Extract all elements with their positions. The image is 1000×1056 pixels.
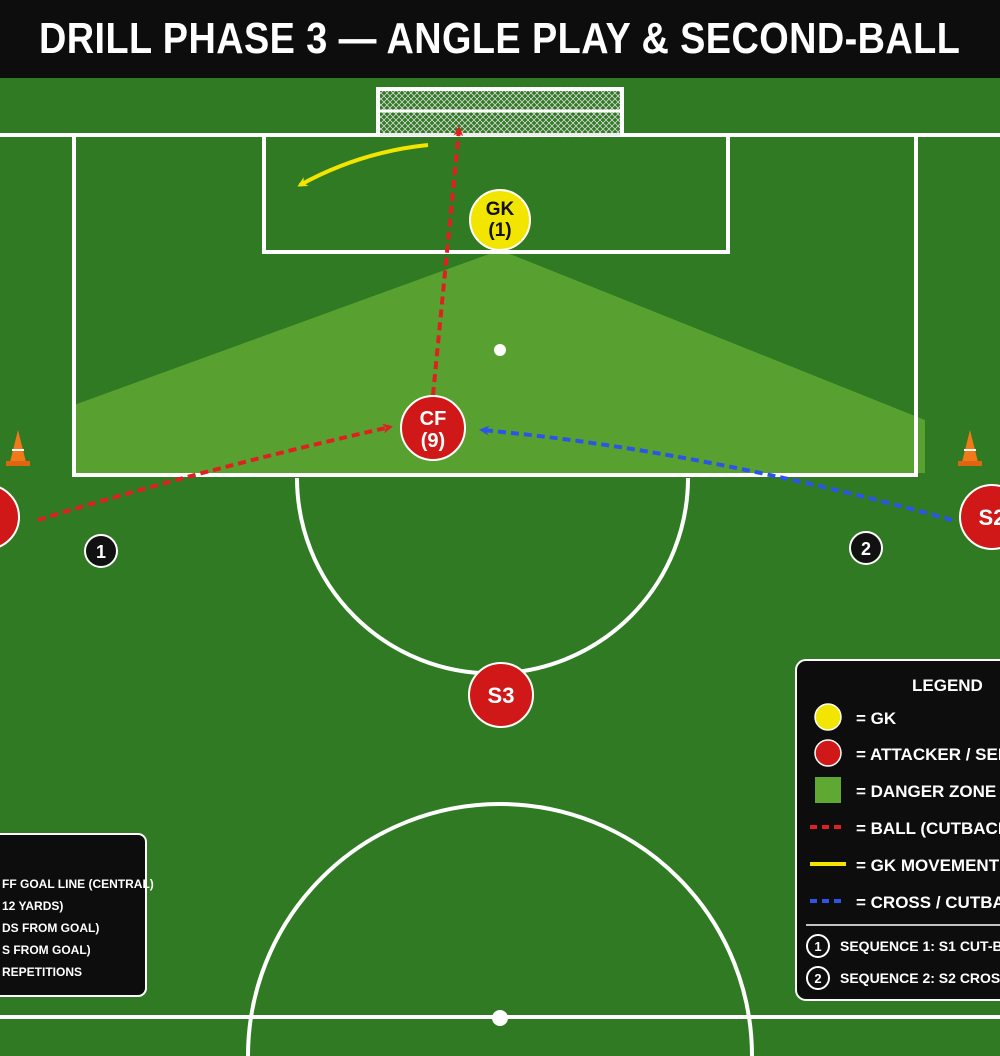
svg-text:= BALL (CUTBACK /: = BALL (CUTBACK /: [856, 819, 1000, 838]
cone-icon: [6, 430, 30, 466]
svg-text:1: 1: [814, 939, 821, 954]
legend-item-cross: = CROSS / CUTBAC: [810, 893, 1000, 912]
s2-label: S2: [979, 505, 1000, 530]
svg-text:1: 1: [96, 542, 106, 562]
svg-text:2: 2: [814, 971, 821, 986]
server-s2: S2: [959, 484, 1000, 550]
ball-path-s1-to-cf: [37, 423, 393, 522]
note-line-5: REPETITIONS: [2, 965, 82, 979]
note-line-1: FF GOAL LINE (CENTRAL): [2, 877, 154, 891]
yellow-circle-icon: [814, 703, 842, 731]
title-bar: DRILL PHASE 3 — ANGLE PLAY & SECOND-BALL: [0, 0, 1000, 78]
goalkeeper-gk: GK (1): [469, 189, 531, 251]
svg-text:SEQUENCE 1: S1 CUT-BA: SEQUENCE 1: S1 CUT-BA: [840, 938, 1000, 954]
diagram-title: DRILL PHASE 3 — ANGLE PLAY & SECOND-BALL: [39, 14, 961, 63]
cross-path-s2-to-cf: [479, 425, 953, 522]
legend-panel: LEGEND = GK = ATTACKER / SERV = DANGER Z…: [795, 659, 1000, 1001]
svg-text:= ATTACKER / SERV: = ATTACKER / SERV: [856, 745, 1000, 764]
ball-path-cf-shot: [431, 126, 464, 396]
center-circle: [246, 802, 754, 1056]
cf-label: CF: [420, 408, 447, 430]
notes-panel: FF GOAL LINE (CENTRAL) 12 YARDS) DS FROM…: [0, 833, 154, 997]
gk-number: (1): [488, 220, 511, 241]
legend-item-gk-movement: = GK MOVEMENT (A: [810, 856, 1000, 875]
legend-item-gk: = GK: [814, 703, 897, 731]
server-s1: S1: [0, 486, 20, 548]
green-square-icon: [815, 777, 841, 803]
red-circle-icon: [814, 739, 842, 767]
svg-text:= GK: = GK: [856, 709, 897, 728]
sequence-marker-2: 2: [849, 531, 883, 565]
svg-text:= DANGER ZONE: = DANGER ZONE: [856, 782, 996, 801]
legend-item-ball: = BALL (CUTBACK /: [810, 819, 1000, 838]
svg-text:SEQUENCE 2: S2 CROSS: SEQUENCE 2: S2 CROSS: [840, 970, 1000, 986]
danger-zone: [74, 250, 925, 473]
note-line-3: DS FROM GOAL): [2, 921, 99, 935]
legend-sequence-1: 1 SEQUENCE 1: S1 CUT-BA: [806, 934, 1000, 958]
penalty-spot: [494, 344, 506, 356]
center-spot: [492, 1010, 508, 1026]
server-s3: S3: [468, 662, 534, 728]
goal: [376, 87, 624, 137]
svg-text:= CROSS / CUTBAC: = CROSS / CUTBAC: [856, 893, 1000, 912]
gk-movement-path: [297, 143, 429, 187]
note-line-2: 12 YARDS): [2, 899, 63, 913]
sequence-marker-1: 1: [84, 534, 118, 568]
legend-title: LEGEND: [912, 676, 983, 695]
pitch: GK (1) CF (9) S1 S2 S3: [0, 78, 1000, 1056]
cone-icon: [958, 430, 982, 466]
svg-text:2: 2: [861, 539, 871, 559]
gk-label: GK: [486, 199, 515, 220]
legend-item-danger-zone: = DANGER ZONE: [815, 777, 996, 803]
svg-text:= GK MOVEMENT (A: = GK MOVEMENT (A: [856, 856, 1000, 875]
s3-label: S3: [488, 683, 515, 708]
legend-item-attacker: = ATTACKER / SERV: [814, 739, 1000, 767]
note-line-4: S FROM GOAL): [2, 943, 91, 957]
cf-number: (9): [421, 430, 445, 452]
legend-sequence-2: 2 SEQUENCE 2: S2 CROSS: [806, 966, 1000, 990]
attacker-cf: CF (9): [400, 395, 466, 461]
